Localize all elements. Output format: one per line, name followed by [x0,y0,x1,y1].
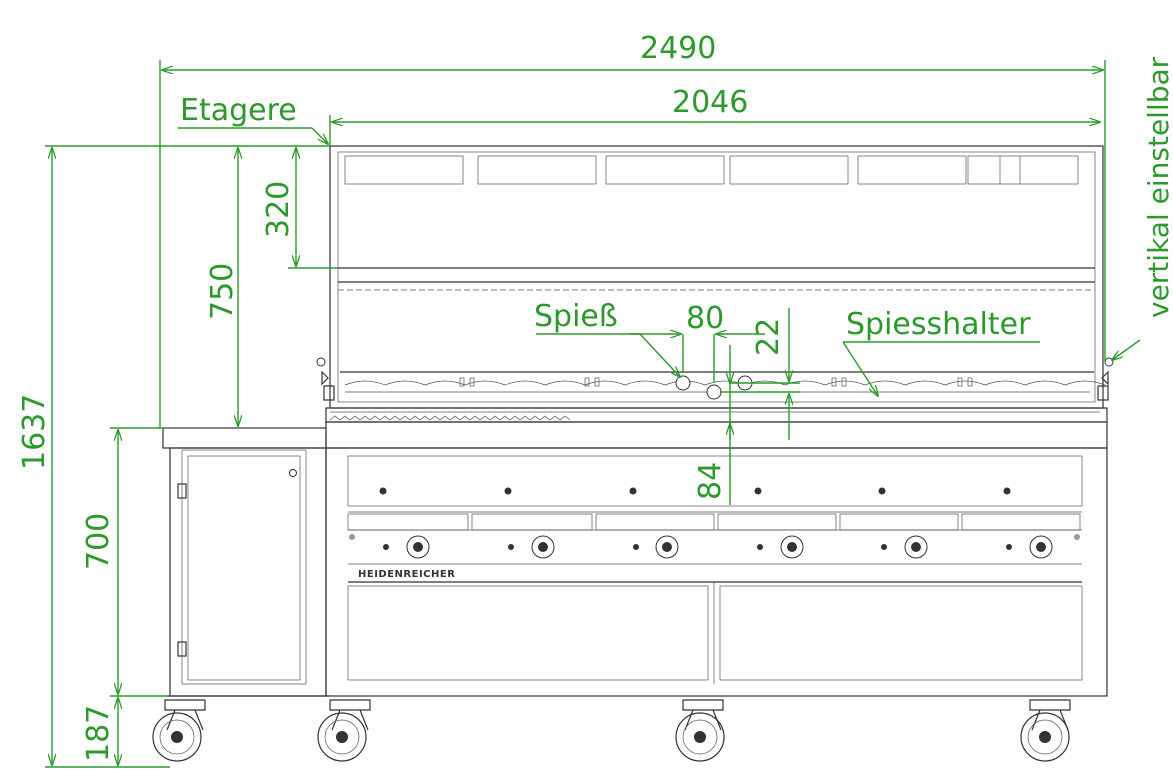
right-adjust-knob [1104,357,1114,367]
label-etagere: Etagere [180,93,297,128]
side-table [162,427,330,697]
dim-skewer-offset: 22 [751,318,786,356]
dimension-lines [45,60,1141,768]
dim-inner-width: 2046 [672,85,748,120]
left-adjust-knob [316,357,326,367]
label-vertical-adjustable: vertikal einstellbar [1142,56,1173,318]
spit-holder-bar [340,371,1106,393]
label-spiess: Spieß [534,299,618,334]
dim-wheel-height: 187 [81,705,116,762]
dim-etagere-height: 320 [261,181,296,238]
dim-skewer-spacing: 80 [686,301,724,336]
burner-knobs [349,534,1080,559]
etagere-trays [344,155,1079,185]
upper-indicator-dots [379,487,1011,495]
dim-total-height: 1637 [17,394,52,470]
dim-upper-height: 750 [205,263,240,320]
machine-outline: HEIDENREICHER [152,145,1114,762]
label-spiesshalter: Spiesshalter [846,307,1031,342]
dim-skewer-height: 84 [693,462,728,500]
spit-circle-1 [675,375,691,391]
dimension-labels: 2490 2046 Etagere Spieß 80 Spiesshalter … [17,31,1173,762]
spit-circle-2 [706,384,722,400]
dim-table-height: 700 [81,513,116,570]
brand-label: HEIDENREICHER [358,569,455,580]
casters [152,699,1071,762]
dim-overall-width: 2490 [640,31,716,66]
